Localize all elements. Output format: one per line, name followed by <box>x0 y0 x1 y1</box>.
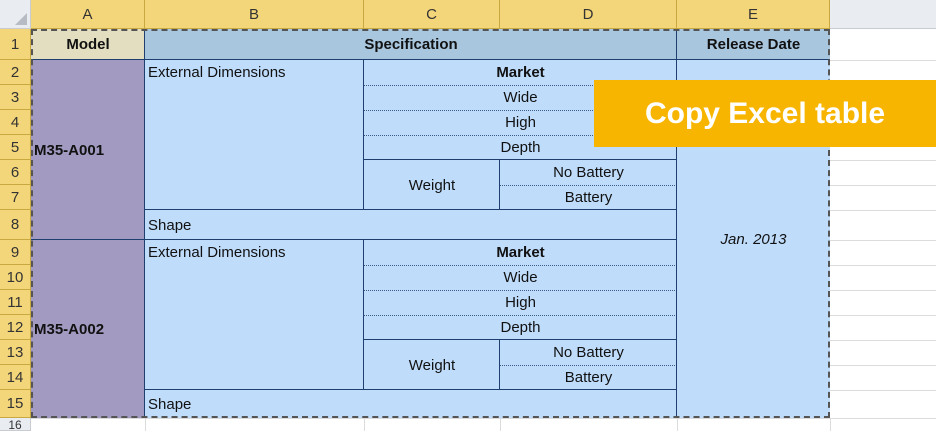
row-header-6[interactable]: 6 <box>0 160 31 185</box>
gridline <box>830 418 936 419</box>
gridline <box>677 418 678 431</box>
weight-cell-1[interactable]: Weight <box>364 160 500 210</box>
select-all-corner[interactable] <box>0 0 31 29</box>
border-line <box>145 209 677 210</box>
dotted-border <box>364 110 677 111</box>
border-line <box>145 389 677 390</box>
row-header-1[interactable]: 1 <box>0 29 31 60</box>
column-header-a[interactable]: A <box>31 0 145 29</box>
row-header-5[interactable]: 5 <box>0 135 31 160</box>
border-line <box>363 240 364 390</box>
dotted-border <box>364 290 677 291</box>
gridline <box>830 240 936 241</box>
row-header-8[interactable]: 8 <box>0 210 31 240</box>
gridline <box>830 315 936 316</box>
depth-cell-2[interactable]: Depth <box>364 315 677 340</box>
model-header[interactable]: Model <box>31 29 145 60</box>
gridline <box>830 185 936 186</box>
model-cell-2[interactable]: M35-A002 <box>31 240 145 418</box>
dotted-border <box>364 315 677 316</box>
border-line <box>144 29 145 418</box>
external-dimensions-cell-1[interactable]: External Dimensions <box>145 60 364 210</box>
gridline <box>31 418 830 419</box>
row-header-3[interactable]: 3 <box>0 85 31 110</box>
gridline <box>830 160 936 161</box>
column-header-d[interactable]: D <box>500 0 677 29</box>
wide-cell-2[interactable]: Wide <box>364 265 677 290</box>
dotted-border <box>500 365 677 366</box>
border-line <box>499 160 500 210</box>
column-header-f[interactable] <box>830 0 936 29</box>
column-header-c[interactable]: C <box>364 0 500 29</box>
gridline <box>830 418 831 431</box>
column-header-b[interactable]: B <box>145 0 364 29</box>
row-header-12[interactable]: 12 <box>0 315 31 340</box>
select-all-triangle-icon <box>15 13 27 25</box>
border-line <box>364 339 677 340</box>
external-dimensions-cell-2[interactable]: External Dimensions <box>145 240 364 390</box>
row-header-2[interactable]: 2 <box>0 60 31 85</box>
row-header-13[interactable]: 13 <box>0 340 31 365</box>
row-header-10[interactable]: 10 <box>0 265 31 290</box>
specification-header[interactable]: Specification <box>145 29 677 60</box>
row-header-11[interactable]: 11 <box>0 290 31 315</box>
shape-cell-2[interactable]: Shape <box>145 390 677 418</box>
row-header-15[interactable]: 15 <box>0 390 31 418</box>
gridline <box>830 265 936 266</box>
column-header-e[interactable]: E <box>677 0 830 29</box>
dotted-border <box>364 265 677 266</box>
gridline <box>500 418 501 431</box>
gridline <box>830 210 936 211</box>
row-header-7[interactable]: 7 <box>0 185 31 210</box>
border-line <box>676 29 677 418</box>
copy-excel-table-banner: Copy Excel table <box>594 80 936 147</box>
gridline <box>364 418 365 431</box>
high-cell-2[interactable]: High <box>364 290 677 315</box>
no-battery-cell-2[interactable]: No Battery <box>500 340 677 365</box>
model-cell-1[interactable]: M35-A001 <box>31 60 145 240</box>
border-line <box>499 340 500 390</box>
market-cell-2[interactable]: Market <box>364 240 677 265</box>
shape-cell-1[interactable]: Shape <box>145 210 677 240</box>
border-line <box>364 159 677 160</box>
border-line <box>31 239 677 240</box>
release-date-header[interactable]: Release Date <box>677 29 830 60</box>
gridline <box>830 60 936 61</box>
gridline <box>830 340 936 341</box>
dotted-border <box>364 85 677 86</box>
gridline <box>145 418 146 431</box>
dotted-border <box>364 135 677 136</box>
row-header-4[interactable]: 4 <box>0 110 31 135</box>
weight-cell-2[interactable]: Weight <box>364 340 500 390</box>
battery-cell-2[interactable]: Battery <box>500 365 677 390</box>
border-line <box>31 59 830 60</box>
row-header-14[interactable]: 14 <box>0 365 31 390</box>
row-header-9[interactable]: 9 <box>0 240 31 265</box>
battery-cell-1[interactable]: Battery <box>500 185 677 210</box>
border-line <box>363 60 364 210</box>
gridline <box>830 390 936 391</box>
dotted-border <box>500 185 677 186</box>
no-battery-cell-1[interactable]: No Battery <box>500 160 677 185</box>
row-header-16[interactable]: 16 <box>0 418 31 431</box>
gridline <box>830 365 936 366</box>
gridline <box>830 290 936 291</box>
